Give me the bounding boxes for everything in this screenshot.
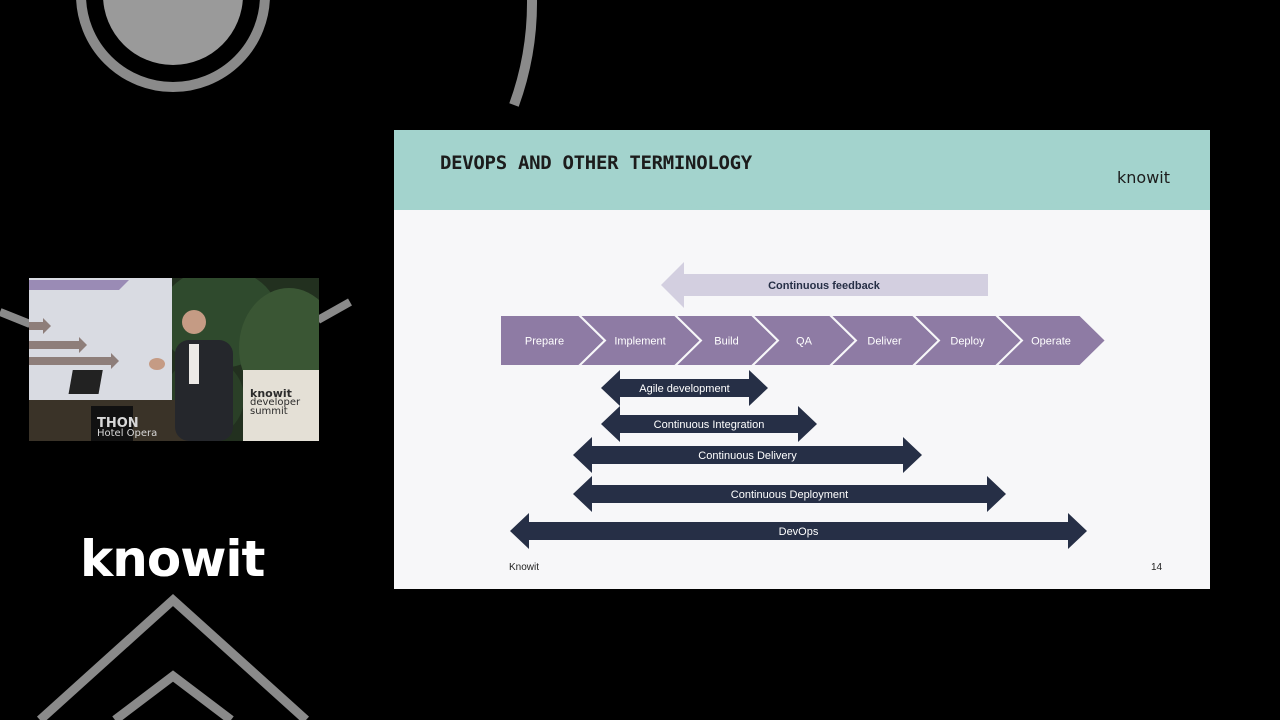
speaker-video: knowit developer summit THON Hotel Opera	[29, 278, 319, 441]
video-speaker-body	[175, 340, 233, 441]
range-label-continuous-deployment: Continuous Deployment	[731, 489, 848, 501]
range-label-continuous-delivery: Continuous Delivery	[698, 450, 797, 462]
podium-brand: knowit	[250, 387, 292, 400]
slide-logo: knowit	[1117, 168, 1170, 187]
stage-label-qa: QA	[796, 336, 813, 348]
podium-line-developer: developer	[250, 397, 301, 408]
deco-ring	[76, 0, 270, 92]
feedback-arrow	[661, 262, 988, 308]
range-arrow-devops	[510, 513, 1087, 549]
range-label-devops: DevOps	[779, 526, 819, 538]
deco-chevron-outer	[36, 593, 310, 720]
video-podium-front	[91, 406, 133, 441]
deco-chevron-inner	[112, 670, 234, 720]
devops-diagram: Continuous feedback Prepare Implement Buil…	[499, 262, 1108, 549]
slide-title: DEVOPS AND OTHER TERMINOLOGY	[440, 152, 752, 174]
stage-label-deliver: Deliver	[867, 336, 902, 348]
range-label-continuous-integration: Continuous Integration	[654, 419, 765, 431]
deco-line-left	[0, 308, 32, 328]
video-hotel-sign: THON Hotel Opera	[97, 416, 158, 439]
range-arrow-continuous-integration	[601, 406, 817, 442]
video-scene	[29, 278, 319, 441]
video-screen-arrow-3	[29, 353, 119, 369]
stage-label-deploy: Deploy	[950, 336, 985, 348]
video-laptop	[68, 370, 103, 394]
slide-page-number: 14	[1151, 562, 1163, 573]
range-arrow-continuous-deployment	[573, 476, 1006, 512]
stage-label-build: Build	[714, 336, 738, 348]
deco-line-right	[316, 298, 352, 324]
video-screen-chevrons	[29, 280, 129, 290]
presentation-slide: DEVOPS AND OTHER TERMINOLOGY knowit Cont…	[394, 130, 1210, 589]
brand-logo: knowit	[80, 530, 265, 588]
stage-label-operate: Operate	[1031, 336, 1071, 348]
deco-filled-circle	[103, 0, 243, 65]
stage-label-prepare: Prepare	[525, 336, 564, 348]
video-speaker-shirt	[189, 344, 199, 384]
range-arrow-continuous-delivery	[573, 437, 922, 473]
video-screen-arrow-2	[29, 337, 87, 353]
video-speaker-hand	[149, 358, 165, 370]
video-screen-arrow-1	[29, 318, 51, 334]
video-lectern	[243, 370, 319, 441]
slide-footer-company: Knowit	[509, 562, 540, 573]
video-podium-label: knowit developer summit	[250, 387, 312, 417]
video-speaker-head	[182, 310, 206, 334]
stage-chevron-operate	[993, 314, 1108, 367]
hotel-sign-line2: Hotel Opera	[97, 428, 158, 439]
feedback-label: Continuous feedback	[768, 280, 881, 292]
deco-arc	[509, 0, 538, 107]
video-projection-screen	[29, 278, 172, 403]
slide-header-torn-edge	[394, 192, 1210, 207]
stage-label-implement: Implement	[614, 336, 665, 348]
hotel-sign-line1: THON	[97, 416, 139, 431]
podium-line-summit: summit	[250, 406, 288, 417]
range-arrow-agile-development	[601, 370, 768, 406]
range-label-agile-development: Agile development	[639, 383, 730, 395]
